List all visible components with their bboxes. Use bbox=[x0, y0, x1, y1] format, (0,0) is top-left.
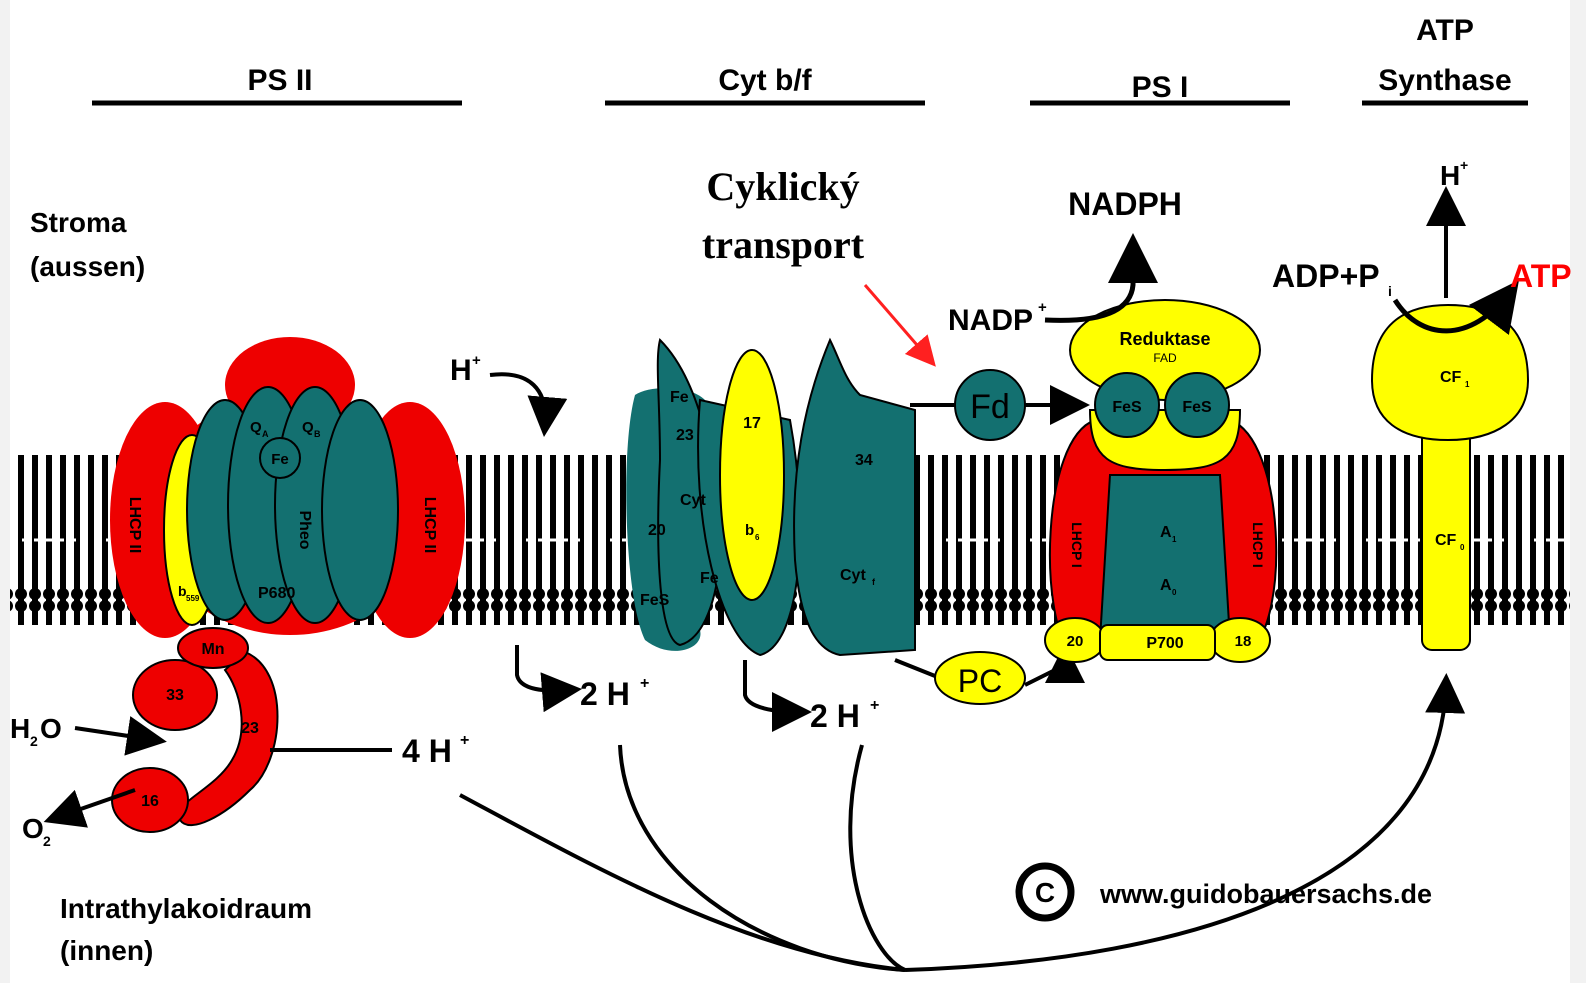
ps1-a1-label: A bbox=[1160, 524, 1172, 541]
h-in-sup: + bbox=[472, 352, 481, 369]
ps1-fes1-label: FeS bbox=[1112, 399, 1142, 416]
h2o-h: H bbox=[10, 713, 30, 744]
ps1-a0-sub: 0 bbox=[1172, 588, 1177, 597]
cyt-fe-top-label: Fe bbox=[670, 389, 689, 406]
h2o-sub: 2 bbox=[30, 733, 38, 749]
cyt-b6-label: b bbox=[745, 522, 754, 539]
ps1-a1-sub: 1 bbox=[1172, 535, 1177, 544]
ps1-fes2-label: FeS bbox=[1182, 399, 1212, 416]
h2a-sup: + bbox=[640, 675, 649, 692]
lumen-label: Intrathylakoidraum bbox=[60, 893, 312, 924]
ps2-lhcp-right-label: LHCP II bbox=[421, 497, 438, 554]
ps1-20-label: 20 bbox=[1067, 633, 1084, 650]
cyt-f-label: Cyt bbox=[840, 567, 866, 584]
ps2-p680-label: P680 bbox=[258, 585, 295, 602]
oec-mn-label: Mn bbox=[201, 641, 224, 658]
stroma-sub-label: (aussen) bbox=[30, 251, 145, 282]
ps2-qa-sub: A bbox=[262, 429, 269, 439]
ps1-reductase-label: Reduktase bbox=[1119, 329, 1210, 349]
photosystem-1: Reduktase FAD FeS FeS LHCP I LHCP I A 1 … bbox=[1045, 300, 1276, 662]
lumen-sub-label: (innen) bbox=[60, 935, 153, 966]
header-ps1-label: PS I bbox=[1132, 71, 1189, 104]
cyt-fe-bottom-label: Fe bbox=[700, 570, 719, 587]
ps1-a0-label: A bbox=[1160, 577, 1172, 594]
pc-label: PC bbox=[958, 663, 1002, 699]
header-atp-line1: ATP bbox=[1416, 14, 1474, 47]
oec-23-label: 23 bbox=[241, 720, 259, 737]
ps2-qa-label: Q bbox=[250, 419, 262, 436]
o2-label: O bbox=[22, 813, 44, 844]
atp-h-sup: + bbox=[1460, 157, 1468, 173]
h2o-o: O bbox=[40, 713, 62, 744]
ps2-qb-label: Q bbox=[302, 419, 314, 436]
ps1-p700-label: P700 bbox=[1146, 635, 1183, 652]
cyclic-line1: Cyklický bbox=[706, 164, 859, 209]
h4-sup: + bbox=[460, 732, 469, 749]
header-atp-line2: Synthase bbox=[1378, 64, 1511, 97]
ps2-fe-label: Fe bbox=[271, 451, 289, 468]
ps1-18-label: 18 bbox=[1235, 633, 1252, 650]
atp-adp-label: ADP+P bbox=[1272, 258, 1380, 294]
copyright-symbol: C bbox=[1035, 877, 1055, 908]
ps2-lhcp-left-label: LHCP II bbox=[126, 497, 143, 554]
ps2-pheo-label: Pheo bbox=[296, 510, 313, 549]
h2a-label: 2 H bbox=[580, 676, 630, 712]
cyt-23-label: 23 bbox=[676, 427, 694, 444]
atp-cf1-sub: 1 bbox=[1465, 380, 1470, 389]
cyt-b6 bbox=[720, 350, 784, 600]
oec-33-label: 33 bbox=[166, 687, 184, 704]
copyright-url: www.guidobauersachs.de bbox=[1099, 879, 1432, 909]
ps1-lhcp-right-label: LHCP I bbox=[1250, 522, 1266, 568]
cyt-left-label: Cyt bbox=[680, 492, 706, 509]
atp-cf1-label: CF bbox=[1440, 369, 1462, 386]
h2b-label: 2 H bbox=[810, 698, 860, 734]
h2b-sup: + bbox=[870, 697, 879, 714]
ps1-core bbox=[1100, 475, 1230, 640]
atp-cf0-label: CF bbox=[1435, 532, 1457, 549]
ps2-b559-sub: 559 bbox=[186, 594, 200, 603]
cyt-b6-sub: 6 bbox=[755, 533, 760, 542]
ps1-lhcp-left-label: LHCP I bbox=[1069, 522, 1085, 568]
ps2-qb-sub: B bbox=[314, 429, 321, 439]
header-cyt-label: Cyt b/f bbox=[718, 64, 812, 97]
h4-label: 4 H bbox=[402, 733, 452, 769]
nadp-label: NADP bbox=[948, 304, 1033, 337]
ps1-fad-label: FAD bbox=[1153, 351, 1177, 365]
cyt-34-label: 34 bbox=[855, 452, 873, 469]
fd-label: Fd bbox=[970, 388, 1010, 426]
atp-cf0-sub: 0 bbox=[1460, 543, 1465, 552]
nadph-label: NADPH bbox=[1068, 186, 1182, 222]
atp-product-label: ATP bbox=[1510, 258, 1572, 294]
cyt-fes-label: FeS bbox=[640, 592, 670, 609]
cyt-20-label: 20 bbox=[648, 522, 666, 539]
o2-sub: 2 bbox=[43, 833, 51, 849]
cyt-17-label: 17 bbox=[743, 415, 761, 432]
nadp-sup: + bbox=[1038, 299, 1047, 316]
cyclic-line2: transport bbox=[702, 222, 865, 267]
oec-16-label: 16 bbox=[141, 793, 159, 810]
atp-h-label: H bbox=[1440, 160, 1460, 191]
atp-adp-sub: i bbox=[1388, 283, 1392, 299]
stroma-label: Stroma bbox=[30, 207, 127, 238]
h-in-label: H bbox=[450, 354, 472, 387]
header-ps2-label: PS II bbox=[247, 64, 312, 97]
